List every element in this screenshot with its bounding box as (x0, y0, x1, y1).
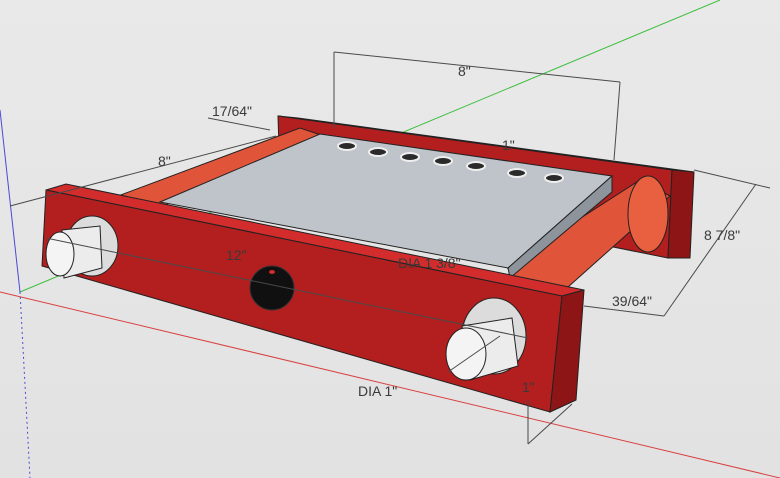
aluminium-plate[interactable] (158, 133, 614, 279)
round-hole-icon (466, 161, 486, 171)
round-hole-icon (400, 152, 420, 162)
round-hole-icon (368, 147, 388, 157)
front-center-hole (249, 265, 295, 311)
axis-blue (0, 109, 21, 293)
dim-length-front: 12" (226, 247, 247, 263)
axis-red (0, 291, 780, 478)
round-hole-icon (507, 168, 527, 178)
dim-depth-left: 8" (158, 153, 171, 169)
dim-roller-dia: DIA 1 3/8" (398, 255, 461, 271)
round-hole-icon (433, 156, 453, 166)
dim-width-top: 8" (458, 63, 471, 79)
axis-blue-dotted (19, 291, 31, 478)
front-end-plate[interactable] (41, 183, 585, 413)
dimension-lines (9, 51, 771, 445)
plate-holes (337, 141, 564, 183)
dim-small-bottom: 1" (522, 379, 535, 395)
dim-height-right: 8 7/8" (704, 227, 740, 243)
round-hole-icon (544, 173, 564, 183)
cylinder-knob-icon[interactable] (45, 215, 119, 279)
dim-knob-dia: DIA 1" (358, 383, 397, 399)
round-hole-icon (337, 141, 357, 151)
dim-small-right: 1" (502, 137, 515, 153)
dim-offset-right: 39/64" (612, 293, 652, 309)
dim-thickness-top: 17/64" (212, 103, 252, 119)
